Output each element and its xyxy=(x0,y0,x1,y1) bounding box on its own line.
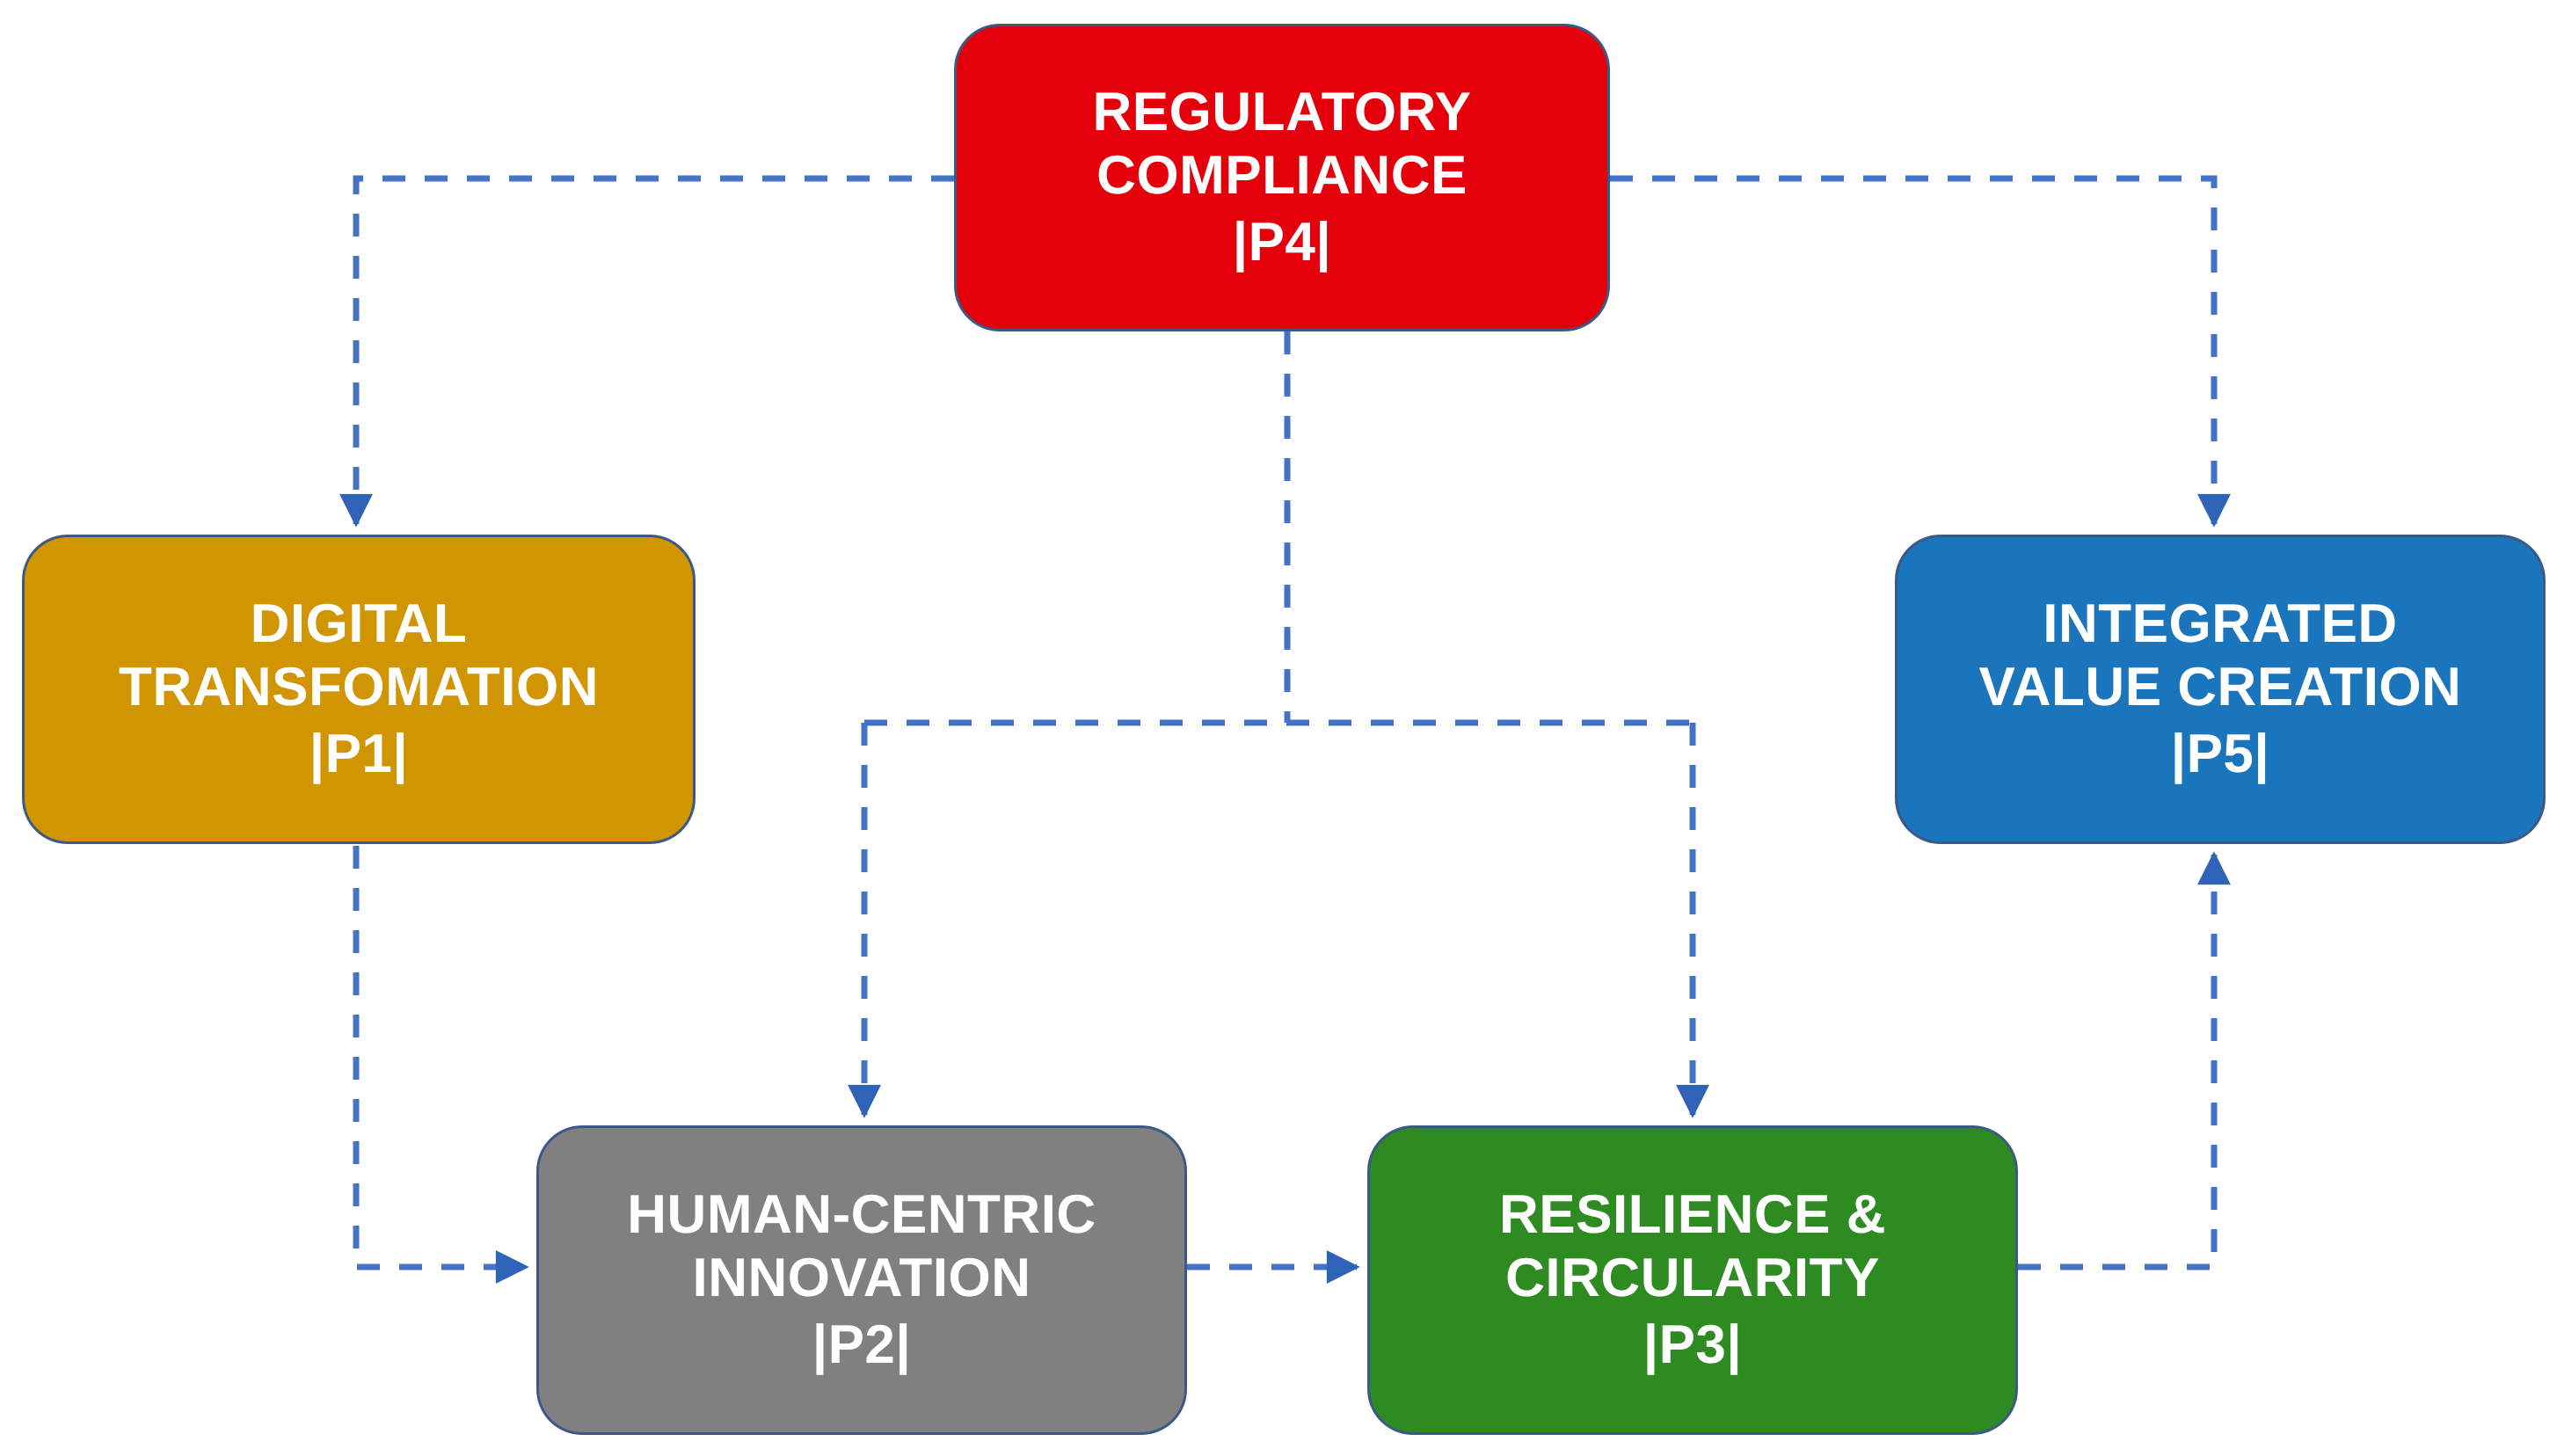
node-p3-code: |P3| xyxy=(1643,1314,1743,1375)
node-p2-line2: INNOVATION xyxy=(692,1248,1031,1309)
node-p2-line1: HUMAN-CENTRIC xyxy=(627,1184,1096,1246)
node-p3-line1: RESILIENCE & xyxy=(1498,1184,1887,1246)
edge-p4-to-p5 xyxy=(1610,175,2231,528)
edge-p3-to-p5 xyxy=(2018,851,2231,1270)
node-p3-line2: CIRCULARITY xyxy=(1505,1248,1880,1309)
node-regulatory-compliance[interactable]: REGULATORY COMPLIANCE |P4| xyxy=(954,24,1610,331)
node-p2-code: |P2| xyxy=(812,1314,912,1375)
node-resilience-circularity[interactable]: RESILIENCE & CIRCULARITY |P3| xyxy=(1367,1125,2018,1435)
node-p4-line1: REGULATORY xyxy=(1092,82,1472,143)
node-p5-line1: INTEGRATED xyxy=(2043,593,2398,655)
node-p5-line2: VALUE CREATION xyxy=(1978,657,2462,718)
node-p1-line1: DIGITAL xyxy=(250,593,468,655)
node-human-centric-innovation[interactable]: HUMAN-CENTRIC INNOVATION |P2| xyxy=(536,1125,1187,1435)
node-digital-transformation[interactable]: DIGITAL TRANSFOMATION |P1| xyxy=(22,535,696,844)
node-p1-code: |P1| xyxy=(309,723,409,784)
node-p1-line2: TRANSFOMATION xyxy=(118,657,600,718)
node-p4-code: |P4| xyxy=(1232,211,1332,273)
node-p4-line2: COMPLIANCE xyxy=(1096,145,1468,207)
edge-p1-to-p2 xyxy=(353,846,529,1284)
node-p5-code: |P5| xyxy=(2170,723,2270,784)
node-integrated-value-creation[interactable]: INTEGRATED VALUE CREATION |P5| xyxy=(1895,535,2546,844)
edge-p4-to-p1 xyxy=(339,175,954,528)
